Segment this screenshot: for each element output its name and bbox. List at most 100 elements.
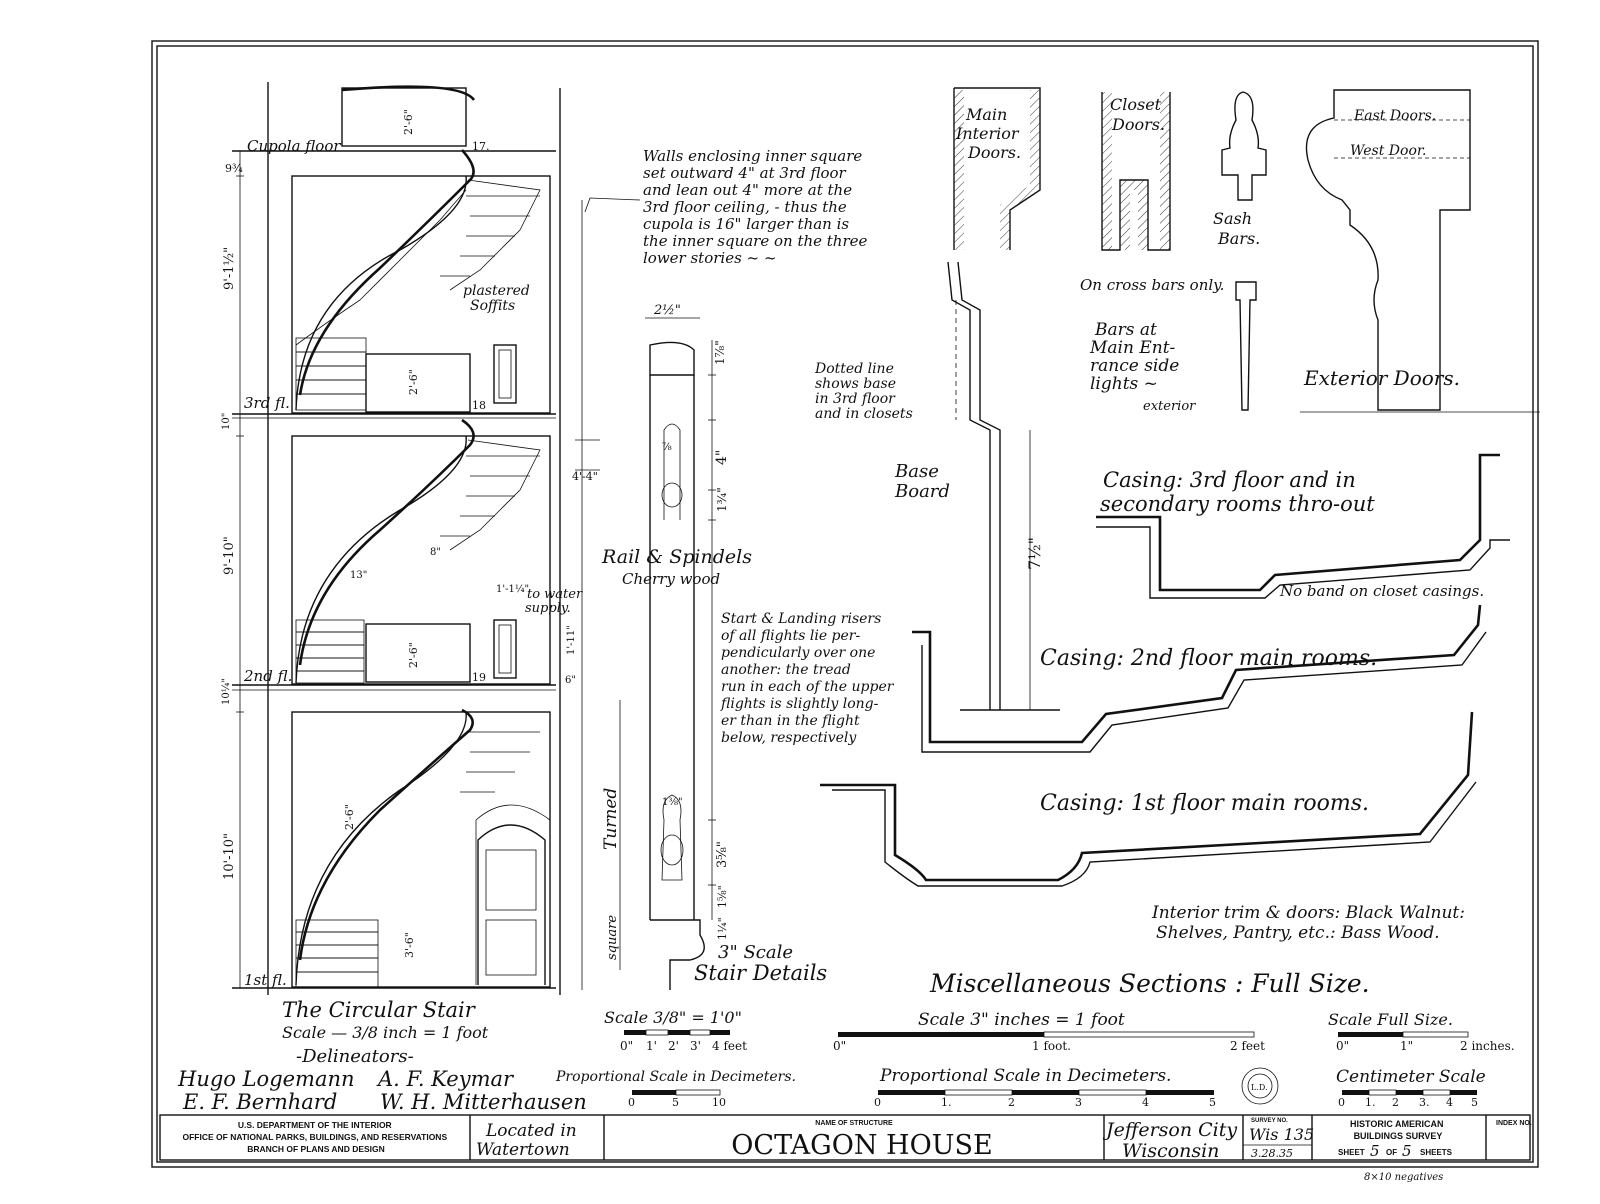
svg-text:Bars at Main Ent-: Bars at Main Ent- rance side lights ~ [1089, 320, 1185, 394]
label-casing-3-a: Casing: 3rd floor and in [1103, 468, 1356, 492]
city-line-1: Jefferson City [1102, 1119, 1237, 1141]
located-line-1: Located in [485, 1121, 577, 1141]
delineator-4: W. H. Mitterhausen [380, 1090, 587, 1114]
closet-doors-section: Closet Doors. [1101, 92, 1171, 251]
survey-no: Wis 135 [1249, 1125, 1314, 1144]
proportional-scale-1: Proportional Scale in Decimeters. 0 5 10 [555, 1069, 796, 1109]
survey-date: 3.28.35 [1251, 1147, 1293, 1160]
prop2-tick-0: 0 [874, 1096, 881, 1109]
scale-3-8: Scale 3/8" = 1'0" 0" 1' 2' 3' 4 feet [604, 1008, 747, 1053]
dim-8: 8" [430, 547, 441, 558]
sp-dim-1-3-8: 1⅜" [662, 797, 683, 808]
step-19: 19 [472, 671, 486, 684]
sp-dim-3-5-8: 3⅝" [715, 841, 730, 868]
title-block: U.S. DEPARTMENT OF THE INTERIOR OFFICE O… [159, 1114, 1532, 1162]
proportional-scale-2: Proportional Scale in Decimeters. 0 1. 2… [874, 1066, 1216, 1109]
note-walls-7: lower stories ~ ~ [643, 249, 776, 267]
outer-border [151, 40, 1539, 1168]
city-line-2: Wisconsin [1122, 1140, 1219, 1162]
label-rance-side: rance side [1090, 356, 1179, 376]
delineator-2: A. F. Keymar [376, 1067, 515, 1091]
panel-second [291, 435, 551, 685]
note-walls-6: the inner square on the three [643, 232, 868, 250]
first-flight [295, 708, 551, 988]
sheet-of: OF [1386, 1148, 1397, 1157]
label-sash: Sash [1213, 209, 1252, 228]
dim-6: 6" [565, 675, 576, 686]
label-third-floor: 3rd fl. [244, 394, 290, 412]
sheet-suffix: SHEETS [1420, 1148, 1453, 1157]
svg-text:HISTORIC AMERICAN BUILDI: HISTORIC AMERICAN BUILDINGS SURVEY [1350, 1119, 1446, 1141]
cm-label: Centimeter Scale [1336, 1067, 1486, 1087]
label-soffits: Soffits [470, 298, 515, 314]
note-start-6: flights is slightly long- [720, 696, 879, 712]
dim-2-6-second: 2'-6" [407, 642, 420, 668]
window-second [493, 619, 517, 679]
window-third [493, 344, 517, 404]
habs-seal-icon [1241, 1067, 1279, 1105]
svg-text:Main Interior Door: Main Interior Doors. [955, 105, 1024, 162]
label-casing-3-b: secondary rooms thro-out [1100, 492, 1375, 516]
scale1-tick-3: 3' [690, 1039, 701, 1053]
dim-9-1-2: 9'-1½" [222, 247, 237, 290]
scale1-tick-1: 1' [646, 1039, 657, 1053]
note-walls-4: 3rd floor ceiling, - thus the [643, 198, 847, 216]
label-dotted-3: in 3rd floor [815, 391, 896, 407]
cm-tick-4: 4 [1446, 1096, 1453, 1109]
negatives-note: 8×10 negatives [1364, 1172, 1443, 1183]
casing-1st-floor: Casing: 1st floor main rooms. [820, 711, 1477, 887]
label-second-floor: 2nd fl. [243, 667, 292, 685]
label-bars: Bars. [1217, 229, 1260, 248]
label-lights: lights ~ [1090, 374, 1158, 394]
dim-9-3-4: 9¾ [225, 162, 243, 175]
note-start-5: run in each of the upper [721, 679, 895, 695]
base-dim-7-1-2: 7½" [1025, 537, 1044, 570]
handrail-first [298, 708, 474, 961]
scale2-tick-1: 1 foot. [1032, 1039, 1071, 1053]
cm-tick-1: 1. [1365, 1096, 1376, 1109]
dim-2-6-first: 2'-6" [343, 804, 356, 830]
agency-line-3: BRANCH OF PLANS AND DESIGN [247, 1144, 385, 1154]
dim-2-6-top: 2'-6" [402, 109, 415, 135]
cm-tick-0: 0 [1338, 1096, 1345, 1109]
label-rail-spindels: Rail & Spindels [601, 546, 752, 568]
label-plastered: plastered [463, 283, 530, 299]
delineators: -Delineators- Hugo Logemann A. F. Keymar… [177, 1046, 587, 1114]
scale2-tick-0: 0" [833, 1039, 846, 1053]
prop2-tick-2: 2 [1008, 1096, 1015, 1109]
agency-line-1: U.S. DEPARTMENT OF THE INTERIOR [238, 1120, 392, 1130]
handrail-third [298, 149, 475, 396]
label-cupola-floor: Cupola floor [247, 137, 341, 155]
inner-border [156, 45, 1534, 1163]
dim-10: 10" [221, 413, 232, 430]
name-of-structure-label: NAME OF STRUCTURE [815, 1120, 893, 1127]
prop2-label: Proportional Scale in Decimeters. [879, 1066, 1171, 1086]
note-walls-2: set outward 4" at 3rd floor [643, 164, 847, 182]
step-18: 18 [472, 399, 486, 412]
label-bars-at: Bars at [1094, 320, 1157, 340]
sp-dim-7-8: ⅞ [662, 442, 672, 453]
habs-line-2: BUILDINGS SURVEY [1354, 1131, 1443, 1141]
note-walls-5: cupola is 16" larger than is [643, 215, 849, 233]
second-flight [295, 418, 541, 684]
scale2-label: Scale 3" inches = 1 foot [918, 1010, 1125, 1030]
label-cross-bars: On cross bars only. [1080, 276, 1224, 294]
svg-text:Sash Bars.: Sash Bars. [1213, 209, 1260, 248]
prop1-label: Proportional Scale in Decimeters. [555, 1069, 796, 1085]
svg-text:L.D.: L.D. [1251, 1083, 1268, 1092]
note-walls-1: Walls enclosing inner square [643, 147, 862, 165]
label-west-door: West Door. [1350, 143, 1426, 159]
sections-title: Miscellaneous Sections : Full Size. [929, 969, 1370, 998]
scale1-tick-4: 4 feet [712, 1039, 747, 1053]
sp-dim-1-1-4: 1¼" [716, 917, 729, 940]
scale1-tick-2: 2' [668, 1039, 679, 1053]
label-casing-2: Casing: 2nd floor main rooms. [1040, 646, 1377, 671]
prop1-tick-1: 5 [672, 1096, 679, 1109]
step-17: 17. [472, 140, 490, 153]
prop2-tick-4: 4 [1142, 1096, 1149, 1109]
label-exterior-small: exterior [1143, 399, 1196, 414]
label-interior: Interior [955, 124, 1020, 143]
svg-text:U.S. DEPARTMENT OF THE INTERIO: U.S. DEPARTMENT OF THE INTERIOR OFFICE O… [183, 1120, 450, 1154]
located-line-2: Watertown [476, 1140, 570, 1160]
